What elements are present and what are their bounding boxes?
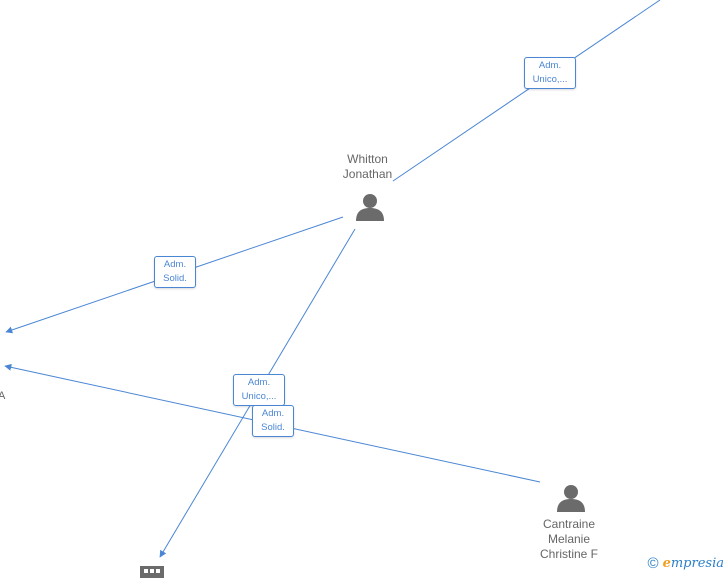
- person-icon[interactable]: [354, 192, 386, 222]
- node-label-cantraine[interactable]: Cantraine Melanie Christine F: [539, 517, 598, 561]
- empresia-watermark: © empresia: [648, 555, 724, 572]
- node-label-left-company[interactable]: A: [0, 390, 6, 402]
- edge-whitton-to-top: [392, 0, 661, 182]
- person-icon[interactable]: [555, 483, 587, 513]
- node-label-whitton[interactable]: Whitton Jonathan: [342, 152, 393, 181]
- building-icon[interactable]: [140, 566, 164, 578]
- edge-label-top[interactable]: Adm. Unico,...: [524, 57, 576, 89]
- edge-label-mid-solid[interactable]: Adm. Solid.: [252, 405, 294, 437]
- edge-label-left[interactable]: Adm. Solid.: [154, 256, 196, 288]
- edge-label-mid-unico[interactable]: Adm. Unico,...: [233, 374, 285, 406]
- brand-logo: empresia: [662, 556, 724, 571]
- copyright-icon: ©: [647, 555, 659, 572]
